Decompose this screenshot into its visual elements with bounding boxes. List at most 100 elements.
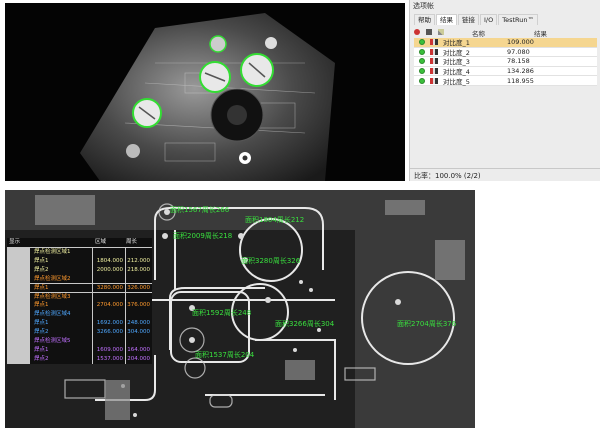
row-value: 118.955: [507, 76, 534, 85]
legend-row-perimeter: 326.000: [126, 283, 152, 293]
legend-row-perimeter: 212.000: [126, 256, 152, 266]
tab-results[interactable]: 结果: [436, 14, 457, 25]
status-column-icon[interactable]: [414, 29, 420, 35]
legend-row-perimeter: 376.000: [126, 301, 152, 311]
legend-row-area: [93, 274, 125, 284]
column-header-name[interactable]: 名称: [472, 30, 485, 38]
row-name: 对比度_4: [443, 68, 470, 77]
legend-row-area: 3266.000: [93, 328, 125, 337]
table-row[interactable]: 对比度_5 118.955: [414, 76, 597, 86]
pass-ratio: 比率：100.0% (2/2): [414, 172, 481, 180]
tab-help[interactable]: 帮助: [414, 14, 435, 25]
table-row[interactable]: 对比度_3 78.158: [414, 57, 597, 67]
table-row[interactable]: 对比度_1 109.000: [414, 38, 597, 48]
results-toolbar: [414, 27, 597, 37]
tab-testrun[interactable]: TestRun™: [498, 14, 538, 25]
legend-row-perimeter: [126, 248, 152, 257]
divider: [410, 168, 600, 169]
measurement-label: 面积1592周长248: [192, 309, 252, 317]
inspection-image-view[interactable]: 面积1567周长266 面积1804周长212 面积2009周长218 面积32…: [5, 190, 475, 428]
contrast-tool-icon: [430, 48, 438, 55]
legend-row-label: 焊点1: [30, 319, 92, 328]
edit-icon[interactable]: [438, 29, 444, 35]
legend-head-perimeter: 周长: [126, 239, 138, 245]
camera-image-view[interactable]: [5, 3, 405, 181]
measurement-label: 面积2009周长218: [173, 232, 233, 240]
legend-row: 焊点检测区域5: [7, 337, 152, 346]
legend-row-perimeter: 218.000: [126, 265, 152, 275]
legend-row-area: 1692.000: [93, 319, 125, 328]
tab-io[interactable]: I/O: [480, 14, 498, 25]
legend-row-perimeter: 204.000: [126, 354, 152, 364]
contrast-tool-icon: [430, 39, 438, 46]
measurement-label: 面积3266周长304: [275, 320, 335, 328]
legend-row: 焊点检测区域4: [7, 310, 152, 320]
row-value: 97.080: [507, 47, 530, 56]
row-value: 109.000: [507, 38, 534, 47]
row-name: 对比度_5: [443, 77, 470, 86]
pass-status-icon: [419, 68, 425, 75]
type-column-icon[interactable]: [426, 29, 432, 35]
table-row[interactable]: 对比度_4 134.286: [414, 66, 597, 77]
legend-row-label: 焊点1: [30, 283, 92, 293]
legend-row-area: [93, 310, 125, 320]
pass-status-icon: [419, 39, 425, 46]
row-name: 对比度_1: [443, 39, 470, 48]
measurement-label: 面积3280周长326: [241, 257, 301, 265]
contrast-tool-icon: [430, 77, 438, 84]
legend-row-perimeter: 304.000: [126, 328, 152, 337]
panel-tabs: 帮助 结果 链接 I/O TestRun™: [414, 14, 538, 25]
legend-row-area: 2000.000: [93, 265, 125, 275]
measurement-label: 面积1804周长212: [245, 216, 305, 224]
legend-row-area: 2704.000: [93, 301, 125, 311]
legend-row-area: 1609.000: [93, 345, 125, 355]
legend-row-label: 焊点检测区域2: [30, 274, 92, 284]
legend-row-perimeter: [126, 292, 152, 302]
legend-row-area: [93, 292, 125, 302]
legend-row-area: 3280.000: [93, 283, 125, 293]
legend-row-label: 焊点检测区域5: [30, 337, 92, 346]
contrast-tool-icon: [430, 58, 438, 65]
legend-row-perimeter: [126, 310, 152, 320]
legend-row: 焊点检测区域1: [7, 248, 152, 257]
panel-title: 选项帐: [413, 2, 434, 10]
legend-row-label: 焊点1: [30, 256, 92, 266]
measurement-label: 面积2704周长376: [397, 320, 457, 328]
pass-status-icon: [419, 58, 425, 65]
legend-row-label: 焊点检测区域1: [30, 248, 92, 257]
tab-links[interactable]: 链接: [458, 14, 479, 25]
legend-row: 焊点检测区域3: [7, 292, 152, 302]
column-header-result[interactable]: 结果: [534, 30, 547, 38]
legend-row-perimeter: 164.000: [126, 345, 152, 355]
legend-head-display: 显示: [9, 239, 21, 245]
measurement-label: 面积1567周长266: [170, 206, 230, 214]
legend-row-label: 焊点检测区域3: [30, 292, 92, 302]
row-name: 对比度_2: [443, 48, 470, 57]
legend-row-label: 焊点2: [30, 354, 92, 364]
measurement-label: 面积1537周长204: [195, 351, 255, 359]
legend-row-perimeter: [126, 274, 152, 284]
table-row[interactable]: 对比度_2 97.080: [414, 47, 597, 58]
legend-header: 显示 区域 周长: [7, 238, 152, 247]
legend-row-area: 1804.000: [93, 256, 125, 266]
results-panel: 选项帐 帮助 结果 链接 I/O TestRun™ 名称 结果 对比度_1 10…: [409, 0, 600, 181]
legend-row-perimeter: [126, 337, 152, 346]
legend-row-label: 焊点1: [30, 301, 92, 311]
legend-row-label: 焊点检测区域4: [30, 310, 92, 320]
pass-status-icon: [419, 48, 425, 55]
row-value: 78.158: [507, 57, 530, 66]
contrast-tool-icon: [430, 68, 438, 75]
pass-status-icon: [419, 77, 425, 84]
legend-row-area: [93, 337, 125, 346]
results-table: 对比度_1 109.000 对比度_2 97.080 对比度_3 78.158 …: [414, 38, 597, 86]
legend-row-label: 焊点2: [30, 328, 92, 337]
legend-row-label: 焊点2: [30, 265, 92, 275]
